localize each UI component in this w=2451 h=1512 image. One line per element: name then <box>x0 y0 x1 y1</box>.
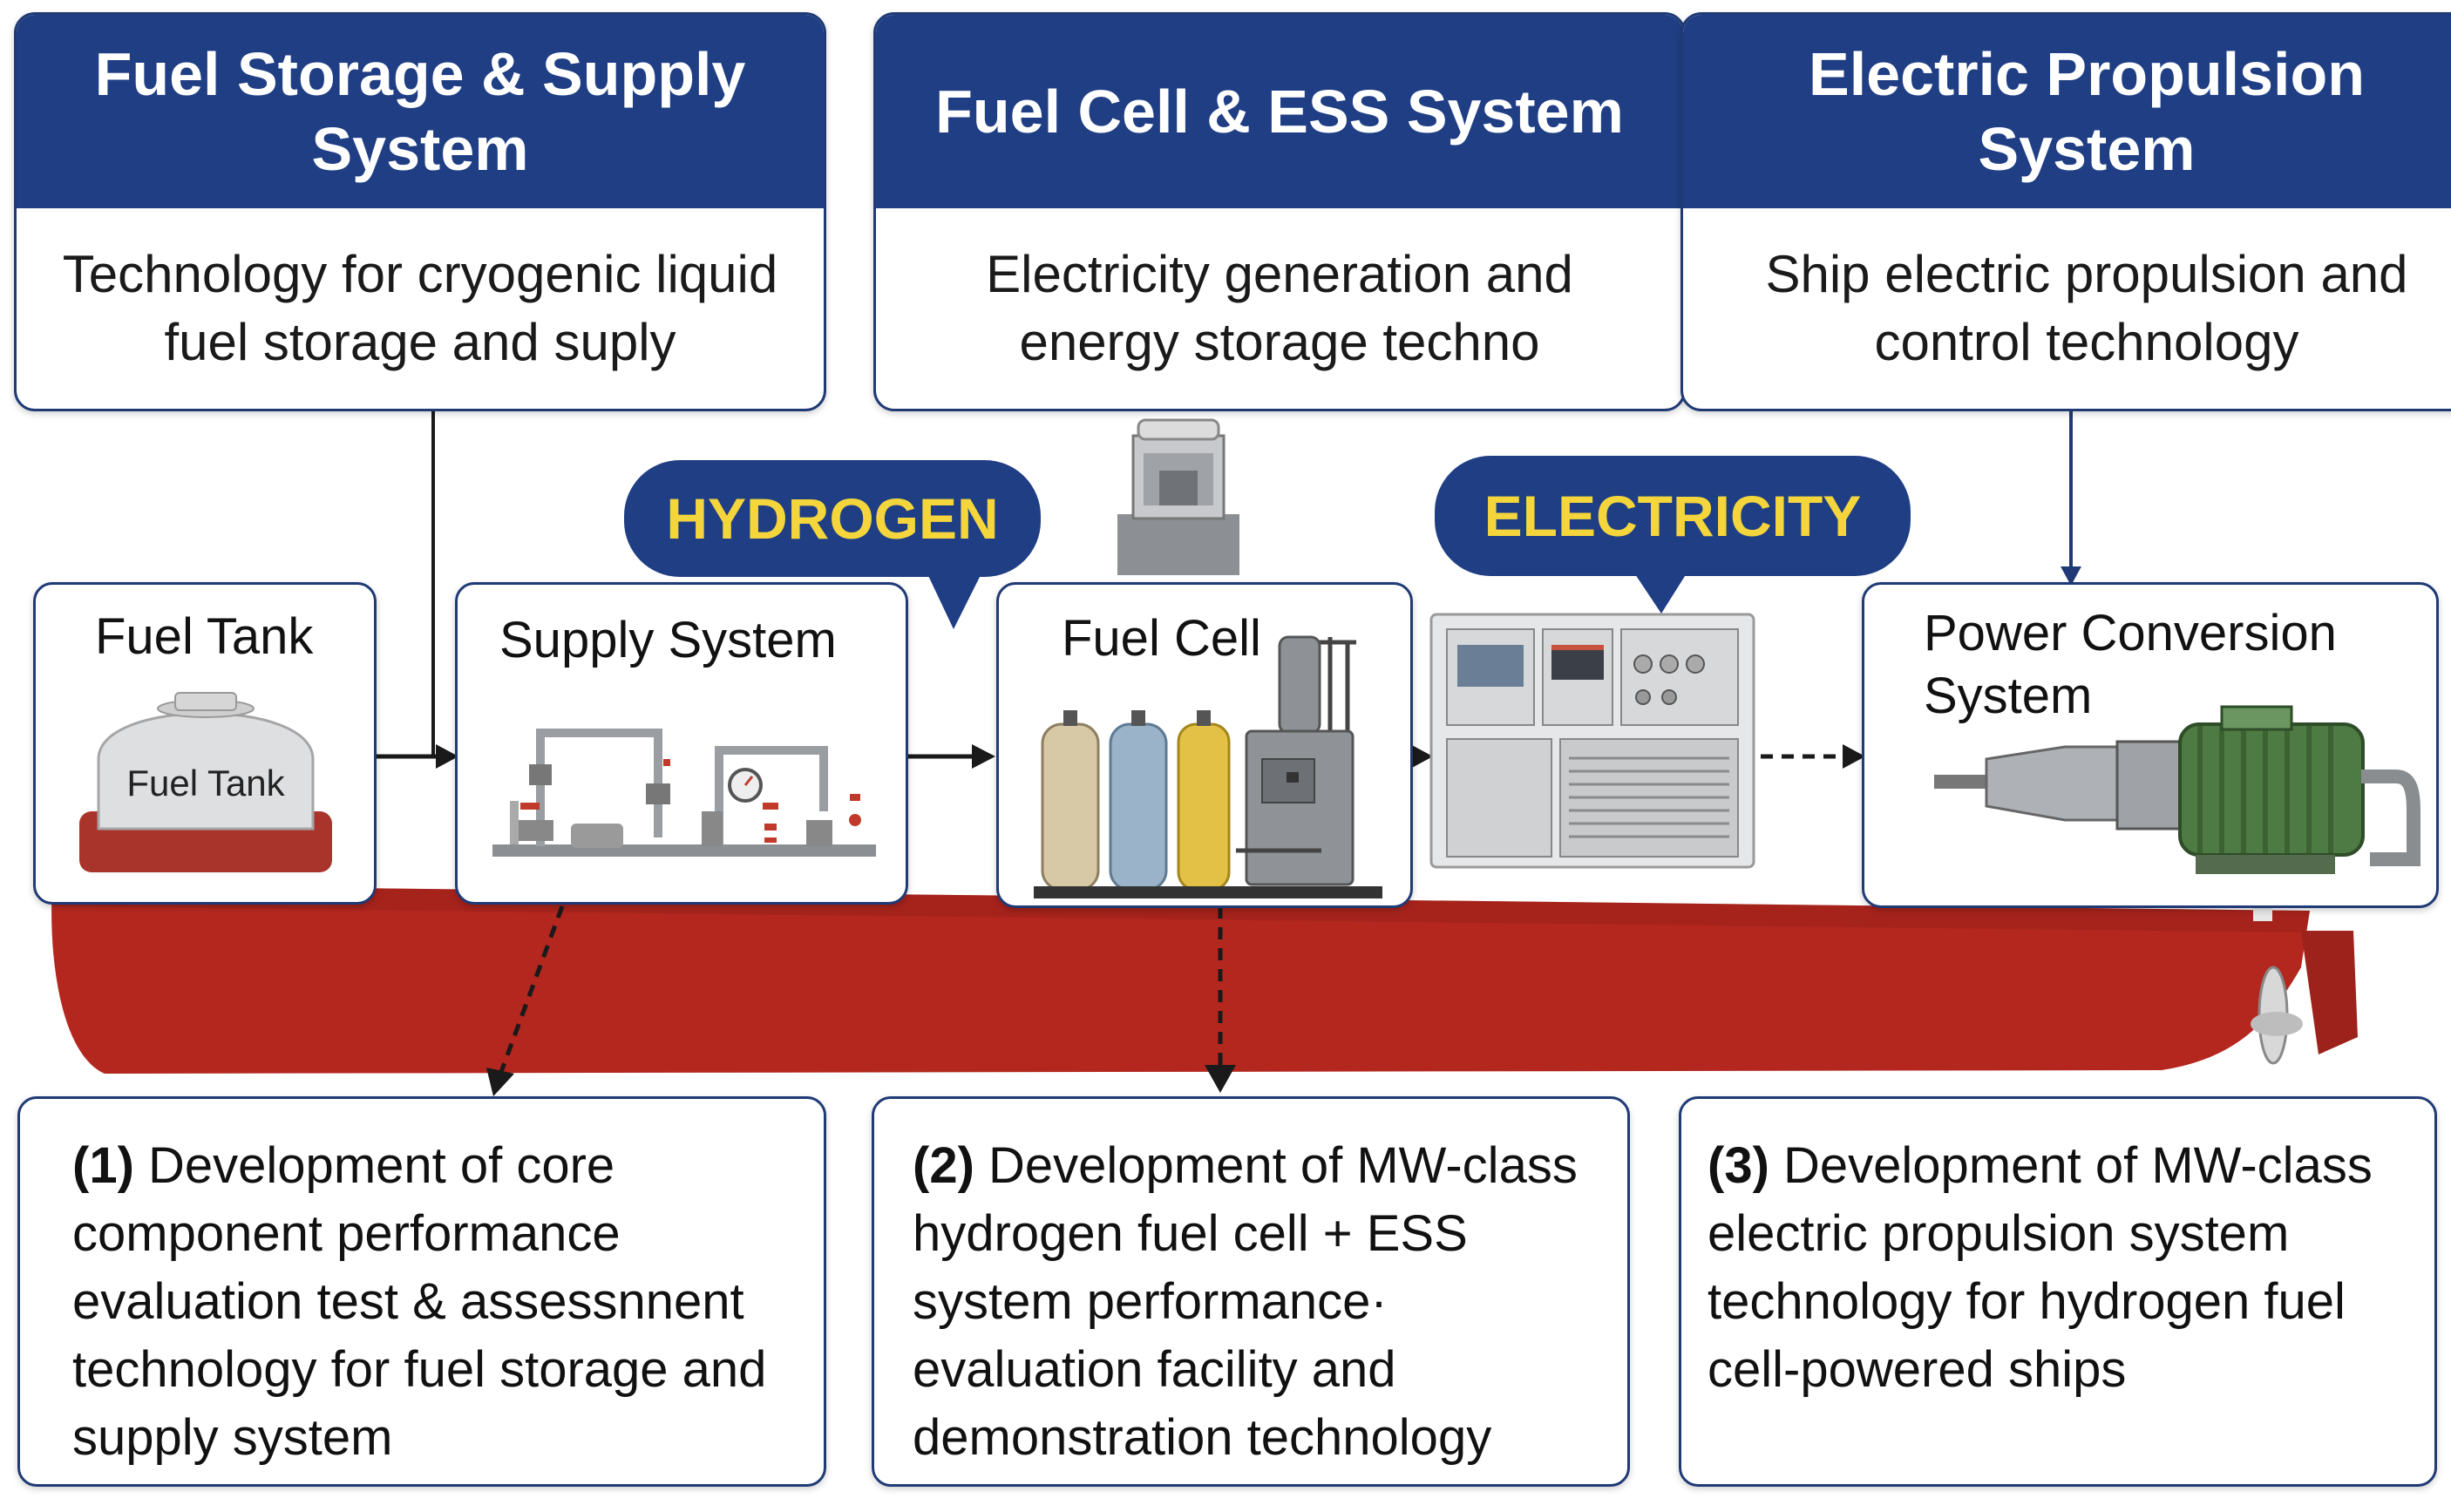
supply-system-title: Supply System <box>499 612 837 668</box>
result-number: (2) <box>913 1137 974 1194</box>
fuel-tank-box: Fuel Tank Fuel Tank <box>33 582 377 905</box>
panel-description: Technology for cryogenic liquid fuel sto… <box>62 245 778 371</box>
ship-hull <box>51 885 2311 1074</box>
electricity-bubble: ELECTRICITY <box>1435 456 1911 576</box>
panel-description: Electricity generation and energy storag… <box>986 245 1573 371</box>
result-number: (1) <box>72 1137 134 1194</box>
result-fuel-cell-ess: (2) Development of MW-class hydrogen fue… <box>872 1096 1630 1487</box>
control-cabinet <box>1429 613 1755 869</box>
panel-description: Ship electric propulsion and control tec… <box>1765 245 2408 371</box>
fuel-cell-box: Fuel Cell <box>996 582 1413 908</box>
panel-title: Fuel Storage & Supply System <box>17 15 824 208</box>
panel-title: Fuel Cell & ESS System <box>876 15 1683 208</box>
power-conversion-title: Power Conversion System <box>1924 605 2337 724</box>
power-conversion-box: Power Conversion System <box>1862 582 2439 908</box>
rudder <box>2301 931 2358 1054</box>
result-number: (3) <box>1708 1137 1769 1194</box>
panel-electric-propulsion: Electric Propulsion System Ship electric… <box>1680 12 2451 411</box>
fuel-cell-equipment-icon <box>1034 635 1382 898</box>
piping-icon <box>492 729 876 857</box>
fuel-tank-tag: Fuel Tank <box>126 763 285 803</box>
supply-system-box: Supply System <box>455 582 908 905</box>
result-text: Development of MW-class electric propuls… <box>1708 1137 2373 1398</box>
result-text: Development of MW-class hydrogen fuel ce… <box>913 1137 1578 1466</box>
electricity-bubble-tail <box>1630 566 1691 614</box>
fuel-cell-stack <box>1117 418 1239 575</box>
hydrogen-bubble: HYDROGEN <box>624 460 1041 577</box>
result-text: Development of core component performanc… <box>72 1137 767 1466</box>
hydrogen-label: HYDROGEN <box>666 486 999 551</box>
fuel-cell-title: Fuel Cell <box>1062 610 1261 667</box>
panel-fuel-cell-ess: Fuel Cell & ESS System Electricity gener… <box>873 12 1686 411</box>
panel-fuel-storage: Fuel Storage & Supply System Technology … <box>14 12 826 411</box>
result-electric-propulsion: (3) Development of MW-class electric pro… <box>1679 1096 2437 1487</box>
panel-title: Electric Propulsion System <box>1683 15 2451 208</box>
hydrogen-bubble-tail <box>924 566 985 629</box>
electric-motor-icon <box>1934 705 2420 874</box>
electricity-label: ELECTRICITY <box>1484 484 1862 548</box>
fuel-tank-icon: Fuel Tank <box>79 692 332 872</box>
result-fuel-storage: (1) Development of core component perfor… <box>17 1096 826 1487</box>
fuel-tank-title: Fuel Tank <box>95 608 314 665</box>
